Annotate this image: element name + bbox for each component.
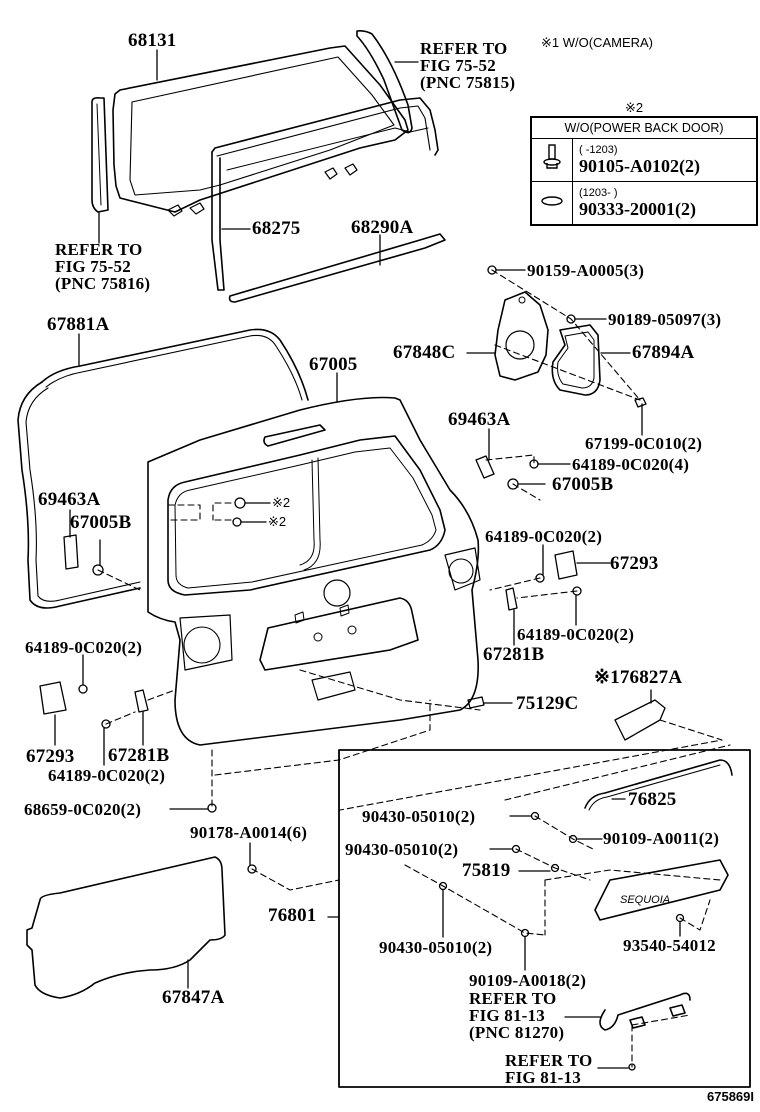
label-90189-05097[interactable]: 90189-05097(3) bbox=[608, 310, 722, 329]
spoiler-76825[interactable] bbox=[584, 759, 733, 811]
label-refer-81270[interactable]: REFER TO FIG 81-13 (PNC 81270) bbox=[469, 989, 565, 1042]
bumper-67281B-right[interactable] bbox=[505, 587, 518, 611]
part-number[interactable]: 90333-20001(2) bbox=[579, 199, 696, 219]
striker-67293-right[interactable] bbox=[554, 550, 578, 580]
striker-67293-left[interactable] bbox=[39, 681, 67, 715]
bolt-64189-l1[interactable] bbox=[78, 684, 88, 694]
socket-75129C[interactable] bbox=[467, 696, 485, 709]
side-molding-right[interactable] bbox=[356, 30, 413, 134]
label-67881A[interactable]: 67881A bbox=[47, 314, 110, 335]
label-76801[interactable]: 76801 bbox=[268, 905, 317, 926]
gasket-67894A[interactable] bbox=[551, 324, 601, 396]
label-90109-A0018[interactable]: 90109-A0018(2) bbox=[469, 971, 587, 990]
label-90430-05010-a[interactable]: 90430-05010(2) bbox=[362, 807, 476, 826]
label-refer-75816[interactable]: REFER TO FIG 75-52 (PNC 75816) bbox=[55, 240, 151, 293]
note-without-camera: ※1 W/O(CAMERA) bbox=[541, 35, 654, 50]
label-93540-54012[interactable]: 93540-54012 bbox=[623, 936, 716, 955]
label-67199-0C010[interactable]: 67199-0C010(2) bbox=[585, 434, 703, 453]
motor-bracket-67848C[interactable] bbox=[494, 291, 549, 381]
legend-table-title: ※2 bbox=[625, 100, 644, 115]
label-67848C[interactable]: 67848C bbox=[393, 342, 456, 363]
nut-75819[interactable] bbox=[550, 863, 560, 873]
label-64189-0C020-l2[interactable]: 64189-0C020(2) bbox=[48, 766, 166, 785]
label-67005B-left[interactable]: 67005B bbox=[70, 512, 132, 533]
part-date-range: ( -1203) bbox=[579, 144, 618, 156]
label-67005[interactable]: 67005 bbox=[309, 354, 358, 375]
label-90178-A0014[interactable]: 90178-A0014(6) bbox=[190, 823, 308, 842]
license-light-wiring[interactable] bbox=[599, 992, 691, 1031]
ref-note-2b: ※2 bbox=[268, 514, 287, 529]
garnish-75819[interactable]: SEQUOIA bbox=[594, 859, 729, 921]
part-date-range: (1203- ) bbox=[579, 187, 618, 199]
label-64189-0C020-4[interactable]: 64189-0C020(4) bbox=[572, 455, 690, 474]
door-weatherstrip-67881A[interactable] bbox=[17, 328, 309, 609]
label-76825[interactable]: 76825 bbox=[628, 789, 677, 810]
bumper-67281B-left[interactable] bbox=[134, 689, 149, 713]
label-75819[interactable]: 75819 bbox=[462, 860, 511, 881]
label-67281B-left[interactable]: 67281B bbox=[108, 745, 170, 766]
bumper-69463A-left[interactable] bbox=[63, 534, 79, 570]
label-90159-A0005[interactable]: 90159-A0005(3) bbox=[527, 261, 645, 280]
label-68659-0C020[interactable]: 68659-0C020(2) bbox=[24, 800, 142, 819]
bolt-64189-r1[interactable] bbox=[535, 573, 545, 583]
legend-table: W/O(POWER BACK DOOR) ( -1203) 90105-A010… bbox=[530, 116, 758, 226]
dashed-guides bbox=[97, 269, 731, 1068]
screw-8113[interactable] bbox=[628, 1063, 636, 1071]
legend-table-header: W/O(POWER BACK DOOR) bbox=[530, 116, 758, 139]
table-row: ( -1203) 90105-A0102(2) bbox=[530, 138, 758, 182]
label-90430-05010-b[interactable]: 90430-05010(2) bbox=[345, 840, 459, 859]
label-67847A[interactable]: 67847A bbox=[162, 987, 225, 1008]
label-67293-right[interactable]: 67293 bbox=[610, 553, 659, 574]
label-68275[interactable]: 68275 bbox=[252, 218, 301, 239]
bolt-icon bbox=[530, 138, 573, 182]
ref-note-2a: ※2 bbox=[272, 495, 291, 510]
label-68290A[interactable]: 68290A bbox=[351, 217, 414, 238]
bumper-69463A-right[interactable] bbox=[475, 455, 495, 479]
washer-2b[interactable] bbox=[232, 517, 242, 527]
figure-id: 675869I bbox=[707, 1089, 754, 1104]
label-69463A-left[interactable]: 69463A bbox=[38, 489, 101, 510]
label-64189-0C020-l1[interactable]: 64189-0C020(2) bbox=[25, 638, 143, 657]
back-door-panel-67005[interactable] bbox=[147, 396, 481, 746]
spoiler-detail-box bbox=[338, 749, 751, 1088]
label-refer-75815[interactable]: REFER TO FIG 75-52 (PNC 75815) bbox=[420, 39, 516, 92]
side-molding-left[interactable] bbox=[91, 97, 109, 213]
label-90430-05010-c[interactable]: 90430-05010(2) bbox=[379, 938, 493, 957]
weatherstrip-68275[interactable] bbox=[211, 97, 439, 291]
label-64189-0C020-r1[interactable]: 64189-0C020(2) bbox=[485, 527, 603, 546]
clip-67199[interactable] bbox=[634, 397, 647, 408]
lower-molding-68290A[interactable] bbox=[228, 233, 446, 303]
label-69463A-right[interactable]: 69463A bbox=[448, 409, 511, 430]
cushion-67005B-left[interactable] bbox=[92, 564, 104, 576]
trim-board-67847A[interactable] bbox=[26, 856, 226, 999]
label-68131[interactable]: 68131 bbox=[128, 30, 177, 51]
label-67293-left[interactable]: 67293 bbox=[26, 746, 75, 767]
bolt-64189-l2[interactable] bbox=[101, 719, 111, 729]
part-number[interactable]: 90105-A0102(2) bbox=[579, 156, 700, 176]
clip-2a[interactable] bbox=[234, 497, 246, 509]
table-row: (1203- ) 90333-20001(2) bbox=[530, 181, 758, 226]
label-67005B-right[interactable]: 67005B bbox=[552, 474, 614, 495]
label-refer-81-13[interactable]: REFER TO FIG 81-13 bbox=[505, 1051, 593, 1087]
label-76827A[interactable]: ※176827A bbox=[594, 667, 683, 688]
label-90109-A0011[interactable]: 90109-A0011(2) bbox=[603, 829, 720, 848]
back-window-glass-68131[interactable] bbox=[112, 45, 409, 217]
label-67894A[interactable]: 67894A bbox=[632, 342, 695, 363]
light-76827A[interactable] bbox=[614, 699, 666, 741]
clip-90178[interactable] bbox=[247, 864, 257, 874]
label-64189-0C020-r2[interactable]: 64189-0C020(2) bbox=[517, 625, 635, 644]
svg-text:SEQUOIA: SEQUOIA bbox=[620, 894, 670, 906]
washer-icon bbox=[530, 181, 573, 226]
label-67281B-right[interactable]: 67281B bbox=[483, 644, 545, 665]
leader-lines bbox=[54, 49, 681, 1069]
label-75129C[interactable]: 75129C bbox=[516, 693, 579, 714]
